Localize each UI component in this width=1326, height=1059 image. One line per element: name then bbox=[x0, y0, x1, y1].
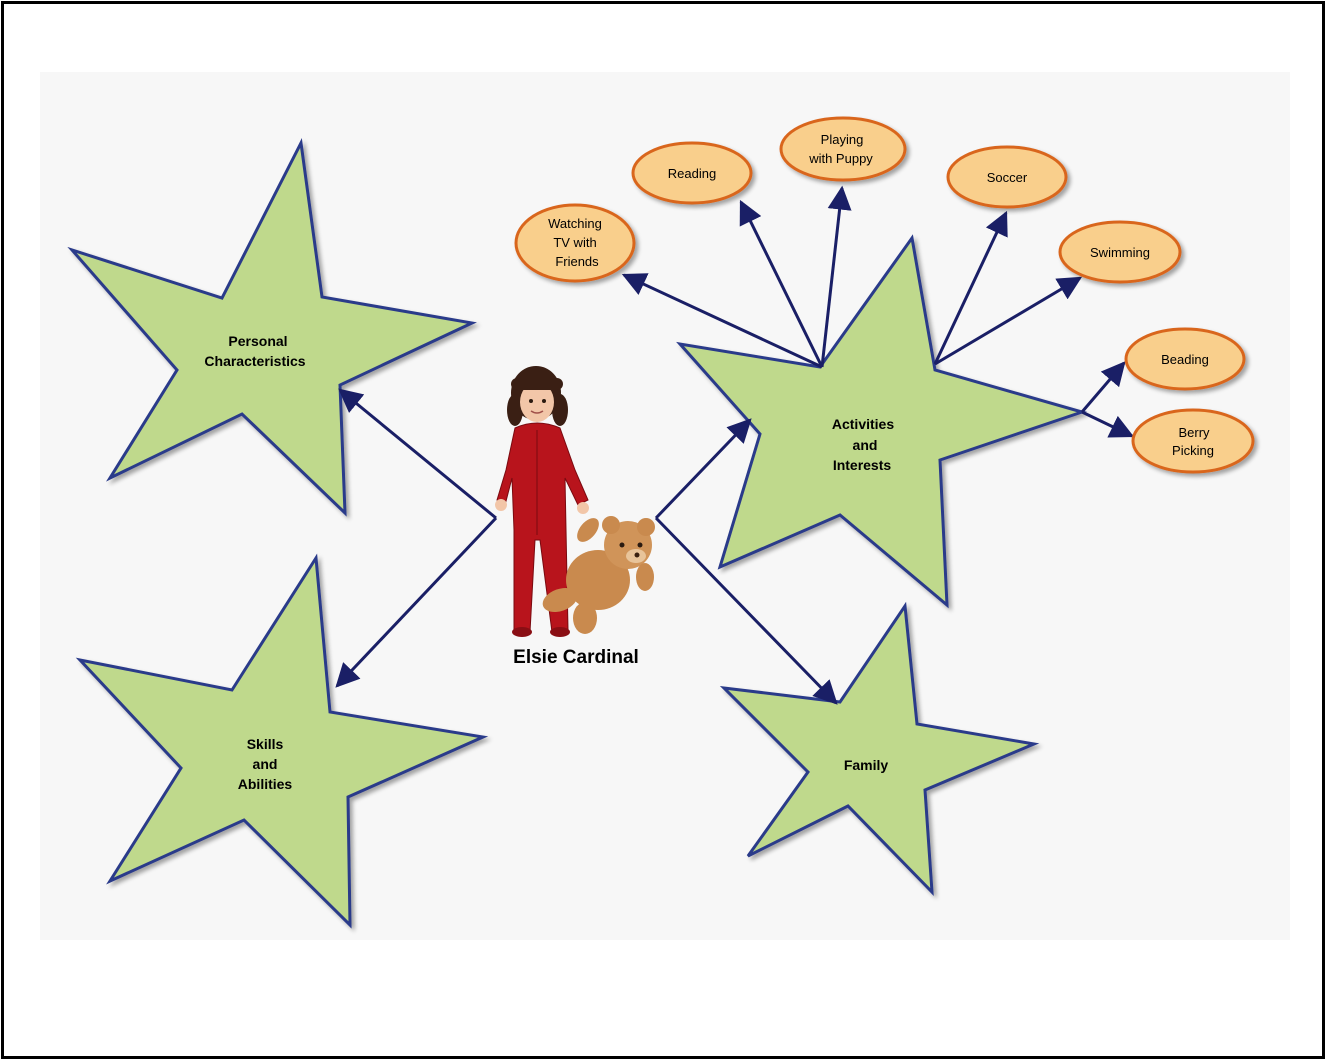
oval-soccer[interactable] bbox=[946, 145, 1068, 209]
oval-playing-puppy-label-1: Playing bbox=[821, 132, 864, 147]
connector-personal bbox=[338, 388, 497, 520]
oval-watching-tv[interactable] bbox=[514, 203, 636, 283]
connector-skills bbox=[335, 516, 498, 688]
center-name-label: Elsie Cardinal bbox=[513, 647, 639, 668]
connector-family bbox=[654, 516, 838, 705]
star-personal-characteristics[interactable] bbox=[67, 138, 477, 517]
girl-with-teddy-bear-image bbox=[495, 366, 655, 637]
star-skills-label-1: Skills bbox=[247, 736, 284, 752]
oval-watching-tv-label-1: Watching bbox=[548, 216, 602, 231]
star-skills-label-3: Abilities bbox=[238, 776, 293, 792]
star-skills-abilities[interactable] bbox=[75, 553, 489, 929]
oval-berry-picking-label-1: Berry bbox=[1178, 425, 1210, 440]
oval-reading[interactable] bbox=[631, 141, 753, 205]
oval-playing-puppy[interactable] bbox=[779, 116, 907, 182]
oval-watching-tv-label-2: TV with bbox=[553, 235, 596, 250]
star-family[interactable] bbox=[719, 601, 1040, 896]
star-activities-label-1: Activities bbox=[832, 416, 894, 432]
teddy-bear-icon bbox=[542, 516, 655, 634]
star-personal-label-1: Personal bbox=[228, 333, 287, 349]
star-skills-label-2: and bbox=[253, 756, 278, 772]
connector-activities bbox=[654, 418, 752, 520]
oval-swimming-label: Swimming bbox=[1090, 245, 1150, 260]
oval-swimming[interactable] bbox=[1058, 220, 1182, 284]
activity-arrows bbox=[621, 185, 1135, 438]
star-activities-label-3: Interests bbox=[833, 457, 892, 473]
oval-watching-tv-label-3: Friends bbox=[555, 254, 599, 269]
star-activities-label-2: and bbox=[853, 437, 878, 453]
oval-reading-label: Reading bbox=[668, 166, 716, 181]
oval-berry-picking[interactable] bbox=[1131, 408, 1255, 474]
star-activities-interests[interactable] bbox=[676, 234, 1088, 609]
star-personal-label-2: Characteristics bbox=[204, 353, 305, 369]
oval-soccer-label: Soccer bbox=[987, 170, 1028, 185]
oval-beading[interactable] bbox=[1124, 327, 1246, 391]
oval-beading-label: Beading bbox=[1161, 352, 1209, 367]
oval-berry-picking-label-2: Picking bbox=[1172, 443, 1214, 458]
star-family-label: Family bbox=[844, 757, 889, 773]
oval-playing-puppy-label-2: with Puppy bbox=[808, 151, 873, 166]
